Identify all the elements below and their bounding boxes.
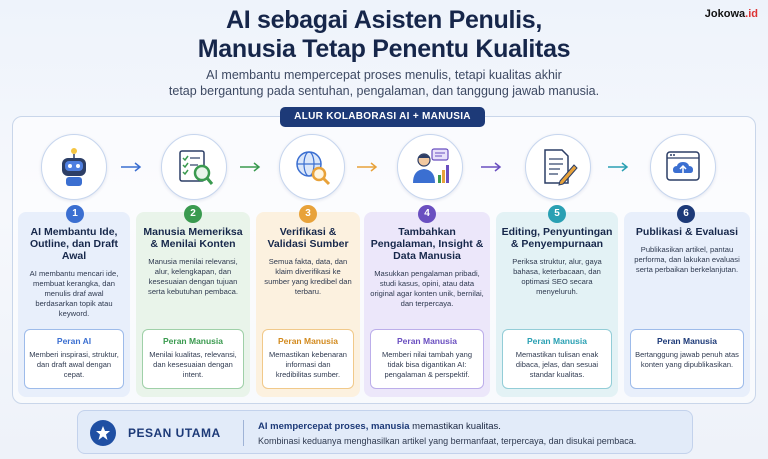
subtitle-line-2: tetap bergantung pada sentuhan, pengalam… <box>168 84 600 98</box>
brand-suffix: .id <box>745 8 758 20</box>
step-title: Editing, Penyuntingan & Penyempurnaan <box>501 226 613 250</box>
browser-upload-icon <box>650 134 716 200</box>
role-box: Peran Manusia Bertanggung jawab penuh at… <box>630 329 744 389</box>
arrow-2-icon <box>240 162 261 172</box>
checklist-magnifier-icon <box>161 134 227 200</box>
globe-magnifier-icon <box>279 134 345 200</box>
star-icon <box>90 420 116 446</box>
page-subtitle: AI membantu mempercepat proses menulis, … <box>0 67 768 99</box>
role-title: Peran Manusia <box>657 336 717 346</box>
subtitle-line-1: AI membantu mempercepat proses menulis, … <box>206 68 562 82</box>
step-title: Manusia Memeriksa & Menilai Konten <box>143 226 243 250</box>
step-4-card: Tambahkan Pengalaman, Insight & Data Man… <box>364 212 490 397</box>
message-line-2: Kombinasi keduanya menghasilkan artikel … <box>258 436 637 446</box>
role-box: Peran AI Memberi inspirasi, struktur, da… <box>24 329 124 389</box>
role-title: Peran Manusia <box>527 336 587 346</box>
arrow-1-icon <box>121 162 142 172</box>
message-line-1-rest: memastikan kualitas. <box>409 421 501 432</box>
message-label: PESAN UTAMA <box>128 426 221 440</box>
step-1-card: AI Membantu Ide, Outline, dan Draft Awal… <box>18 212 130 397</box>
document-pencil-icon <box>525 134 591 200</box>
brand-name: Jokowa <box>704 8 746 20</box>
role-description: Memberi inspirasi, struktur, dan draft a… <box>29 350 119 379</box>
step-number-badge: 2 <box>184 205 202 223</box>
step-number-badge: 1 <box>66 205 84 223</box>
step-3-card: Verifikasi & Validasi Sumber Semua fakta… <box>256 212 360 397</box>
step-2-card: Manusia Memeriksa & Menilai Konten Manus… <box>136 212 250 397</box>
title-line-1: AI sebagai Asisten Penulis, <box>225 6 543 34</box>
step-description: Publikasikan artikel, pantau performa, d… <box>634 245 740 274</box>
person-chart-icon <box>397 134 463 200</box>
title-line-2: Manusia Tetap Penentu Kualitas <box>197 35 571 63</box>
step-title: Verifikasi & Validasi Sumber <box>267 226 349 250</box>
step-description: Periksa struktur, alur, gaya bahasa, ket… <box>512 257 602 296</box>
role-description: Bertanggung jawab penuh atas konten yang… <box>635 350 739 369</box>
role-box: Peran Manusia Memastikan kebenaran infor… <box>262 329 354 389</box>
robot-icon <box>41 134 107 200</box>
flow-label: ALUR KOLABORASI AI + MANUSIA <box>280 107 485 127</box>
step-description: Manusia menilai relevansi, alur, kelengk… <box>148 257 238 296</box>
step-6-card: Publikasi & Evaluasi Publikasikan artike… <box>624 212 750 397</box>
role-description: Memastikan kebenaran informasi dan kredi… <box>269 350 347 379</box>
role-box: Peran Manusia Menilai kualitas, relevans… <box>142 329 244 389</box>
role-box: Peran Manusia Memastikan tulisan enak di… <box>502 329 612 389</box>
step-description: Masukkan pengalaman pribadi, studi kasus… <box>370 269 484 308</box>
brand-logo: Jokowa.id <box>705 8 758 20</box>
step-description: Semua fakta, data, dan klaim diverifikas… <box>264 257 352 296</box>
page-title: AI sebagai Asisten Penulis, Manusia Teta… <box>0 6 768 64</box>
role-description: Menilai kualitas, relevansi, dan kesesua… <box>149 350 237 379</box>
arrow-3-icon <box>357 162 378 172</box>
step-number-badge: 4 <box>418 205 436 223</box>
role-description: Memberi nilai tambah yang tidak bisa dig… <box>381 350 473 379</box>
step-description: AI membantu mencari ide, membuat kerangk… <box>29 269 119 318</box>
role-title: Peran Manusia <box>397 336 457 346</box>
step-number-badge: 5 <box>548 205 566 223</box>
message-divider <box>243 420 244 446</box>
step-title: Tambahkan Pengalaman, Insight & Data Man… <box>370 226 484 262</box>
step-number-badge: 6 <box>677 205 695 223</box>
arrow-4-icon <box>481 162 502 172</box>
key-message-banner: PESAN UTAMA AI mempercepat proses, manus… <box>77 410 693 454</box>
step-title: Publikasi & Evaluasi <box>635 226 739 238</box>
role-title: Peran Manusia <box>163 336 223 346</box>
arrow-5-icon <box>608 162 629 172</box>
role-box: Peran Manusia Memberi nilai tambah yang … <box>370 329 484 389</box>
step-5-card: Editing, Penyuntingan & Penyempurnaan Pe… <box>496 212 618 397</box>
role-title: Peran AI <box>56 336 92 346</box>
message-line-1-bold: AI mempercepat proses, manusia <box>258 421 410 432</box>
step-number-badge: 3 <box>299 205 317 223</box>
role-title: Peran Manusia <box>278 336 338 346</box>
step-title: AI Membantu Ide, Outline, dan Draft Awal <box>29 226 119 262</box>
message-line-1: AI mempercepat proses, manusia memastika… <box>258 421 501 432</box>
role-description: Memastikan tulisan enak dibaca, jelas, d… <box>515 350 599 379</box>
